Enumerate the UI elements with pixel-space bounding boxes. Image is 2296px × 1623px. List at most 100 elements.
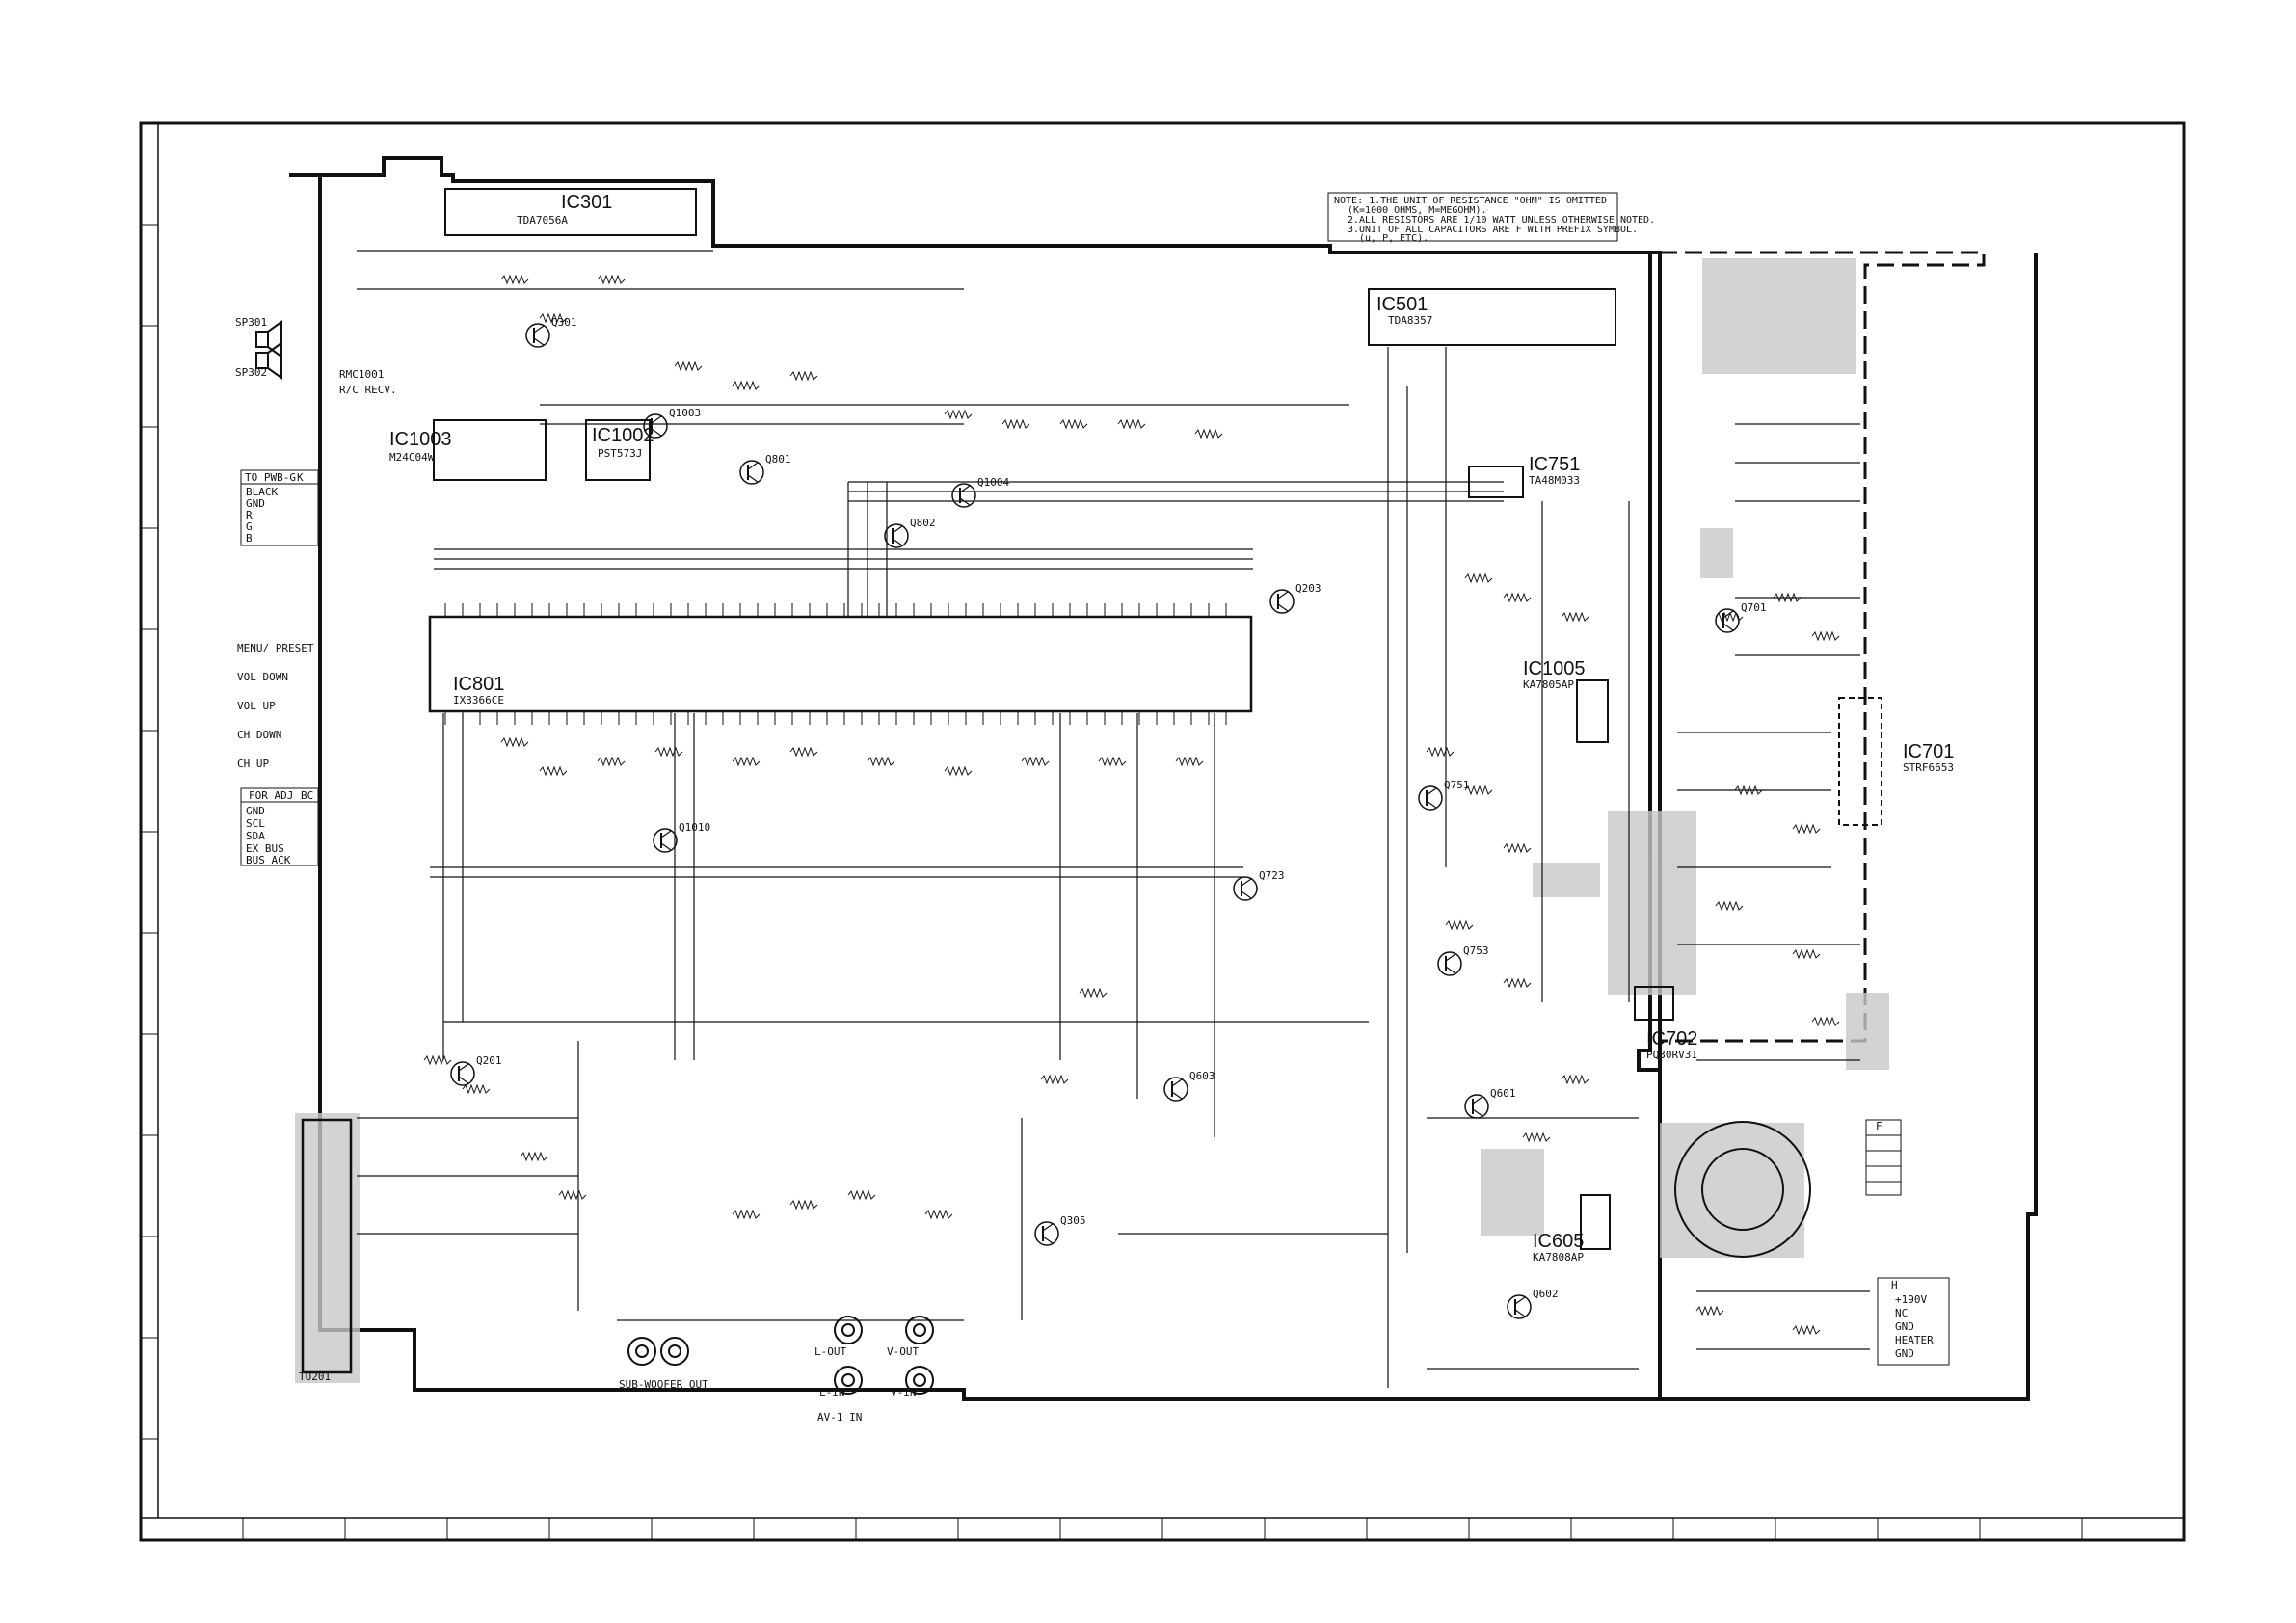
ic1003-block: IC1003 M24C04W: [389, 419, 547, 481]
transistor-label: Q701: [1741, 601, 1767, 614]
pwb-pin-1: BLACK: [246, 486, 278, 498]
key-ch-down-label: CH DOWN: [237, 729, 281, 741]
misc-labels: RMC1001 R/C RECV. SP301 SP302 SUB-WOOFER…: [235, 316, 919, 1423]
ic701-name: IC701: [1903, 741, 1954, 762]
ic1005-block: IC1005 KA7805AP: [1523, 658, 1609, 743]
ic1005-part: KA7805AP: [1523, 678, 1574, 691]
heater-pin-3: GND: [1895, 1320, 1914, 1333]
rmc-label: RMC1001: [339, 368, 384, 381]
note-line-4: 3.UNIT OF ALL CAPACITORS ARE F WITH PREF…: [1348, 225, 1638, 235]
transistor-label: Q1010: [679, 821, 710, 834]
ic702-block: IC702 PQ30RV31: [1634, 986, 1697, 1061]
pwb-title: TO PWB-G: [245, 471, 296, 484]
connector-defl: F: [1865, 1119, 1902, 1196]
adj-pin-3: SDA: [246, 830, 265, 842]
ic501-part: TDA8357: [1388, 314, 1432, 327]
ic501-name: IC501: [1376, 294, 1428, 315]
adj-title: FOR ADJ: [249, 789, 293, 802]
ic702-name: IC702: [1646, 1028, 1697, 1050]
note-line-1: NOTE: 1.THE UNIT OF RESISTANCE "OHM" IS …: [1334, 196, 1607, 206]
connector-heater: H +190V NC GND HEATER GND: [1877, 1277, 1950, 1366]
component-resistors: [423, 274, 1840, 1336]
adj-pin-5: BUS ACK: [246, 854, 291, 866]
key-ch-up-label: CH UP: [237, 758, 269, 770]
adj-pin-1: GND: [246, 805, 265, 817]
ic801-name: IC801: [453, 674, 504, 695]
transistor-label: Q751: [1444, 779, 1470, 791]
ic1002-block: IC1002 PST573J: [585, 419, 654, 481]
connector-pwb-g: TO PWB-G K BLACK GND R G B: [240, 469, 319, 546]
transistor-label: Q1004: [977, 476, 1009, 489]
ic701-block: IC701 STRF6653: [1838, 697, 1954, 826]
transistor-label: Q723: [1259, 869, 1285, 882]
ic1002-part: PST573J: [598, 447, 642, 460]
transistor-label: Q753: [1463, 945, 1489, 957]
ic701-part: STRF6653: [1903, 761, 1954, 774]
ic751-part: TA48M033: [1529, 474, 1580, 487]
heater-pin-2: NC: [1895, 1307, 1908, 1319]
ic301-name: IC301: [561, 192, 612, 213]
shaded-regions: [295, 258, 1889, 1383]
ic1005-name: IC1005: [1523, 658, 1586, 679]
transistor-label: Q201: [476, 1054, 502, 1067]
tuner-block: [301, 1118, 353, 1374]
note-line-5: (u, P, ETC).: [1359, 233, 1428, 244]
key-menu-label: MENU/ PRESET: [237, 642, 314, 654]
ic605-part: KA7808AP: [1533, 1251, 1584, 1264]
transistor-label: Q602: [1533, 1288, 1559, 1300]
ic301-part: TDA7056A: [517, 214, 568, 226]
circuit-wiring: [357, 250, 1870, 1388]
transistor-label: Q301: [551, 316, 577, 329]
pwb-pin-4: G: [246, 520, 253, 533]
transistor-label: Q603: [1189, 1070, 1215, 1082]
transistor-label: Q203: [1295, 582, 1322, 595]
ic751-block: IC751 TA48M033: [1468, 454, 1580, 498]
pwb-tag: K: [297, 471, 304, 484]
speaker-icon: [255, 320, 282, 380]
heater-pin-1: +190V: [1895, 1293, 1927, 1306]
key-vol-up-label: VOL UP: [237, 700, 276, 712]
connector-adj: FOR ADJ BC GND SCL SDA EX BUS BUS ACK: [240, 787, 319, 866]
transistor-label: Q1003: [669, 407, 701, 419]
left-board-outline: [289, 156, 1662, 1401]
ic1003-name: IC1003: [389, 429, 452, 450]
rca-jacks: [627, 1316, 934, 1395]
ic801-part: IX3366CE: [453, 694, 504, 706]
ic501-block: IC501 TDA8357: [1368, 288, 1616, 346]
rc-recv-label: R/C RECV.: [339, 384, 397, 396]
av-in-label: AV-1 IN: [817, 1411, 862, 1423]
power-section-dashed: [1660, 251, 1986, 1043]
adj-pin-4: EX BUS: [246, 842, 284, 855]
heater-pin-4: HEATER: [1895, 1334, 1934, 1346]
ic1002-name: IC1002: [592, 425, 654, 446]
sp302-label: SP302: [235, 366, 267, 379]
transistor-label: Q801: [765, 453, 791, 466]
rear-l-out-label: L-OUT: [814, 1345, 846, 1358]
drawing-frame: [139, 121, 2186, 1542]
defl-tag: F: [1876, 1120, 1882, 1132]
sp301-label: SP301: [235, 316, 267, 329]
pwb-pin-3: R: [246, 509, 253, 521]
ic1003-part: M24C04W: [389, 451, 435, 464]
adj-pin-2: SCL: [246, 817, 265, 830]
ic801-block: IC801 IX3366CE: [428, 603, 1253, 725]
key-switches: MENU/ PRESET VOL DOWN VOL UP CH DOWN CH …: [237, 642, 314, 770]
ic605-name: IC605: [1533, 1231, 1584, 1252]
note-box: NOTE: 1.THE UNIT OF RESISTANCE "OHM" IS …: [1327, 192, 1655, 244]
transistor-label: Q601: [1490, 1087, 1516, 1100]
transistor-label: Q802: [910, 517, 936, 529]
crt-socket-icon: [1674, 1121, 1811, 1258]
heater-tag: H: [1891, 1279, 1898, 1291]
pwb-pin-5: B: [246, 532, 253, 545]
rear-v-out-label: V-OUT: [887, 1345, 919, 1358]
heater-pin-5: GND: [1895, 1347, 1914, 1360]
note-line-3: 2.ALL RESISTORS ARE 1/10 WATT UNLESS OTH…: [1348, 215, 1655, 226]
subwoofer-label: SUB-WOOFER OUT: [619, 1378, 708, 1391]
ic605-block: IC605 KA7808AP: [1533, 1194, 1611, 1264]
ic301-block: IC301 TDA7056A: [444, 188, 697, 236]
transistor-label: Q305: [1060, 1214, 1086, 1227]
transistor-symbols: Q1003Q301Q801Q802Q1004Q201Q1010Q305Q723Q…: [450, 316, 1767, 1319]
pwb-pin-2: GND: [246, 497, 265, 510]
key-vol-down-label: VOL DOWN: [237, 671, 288, 683]
